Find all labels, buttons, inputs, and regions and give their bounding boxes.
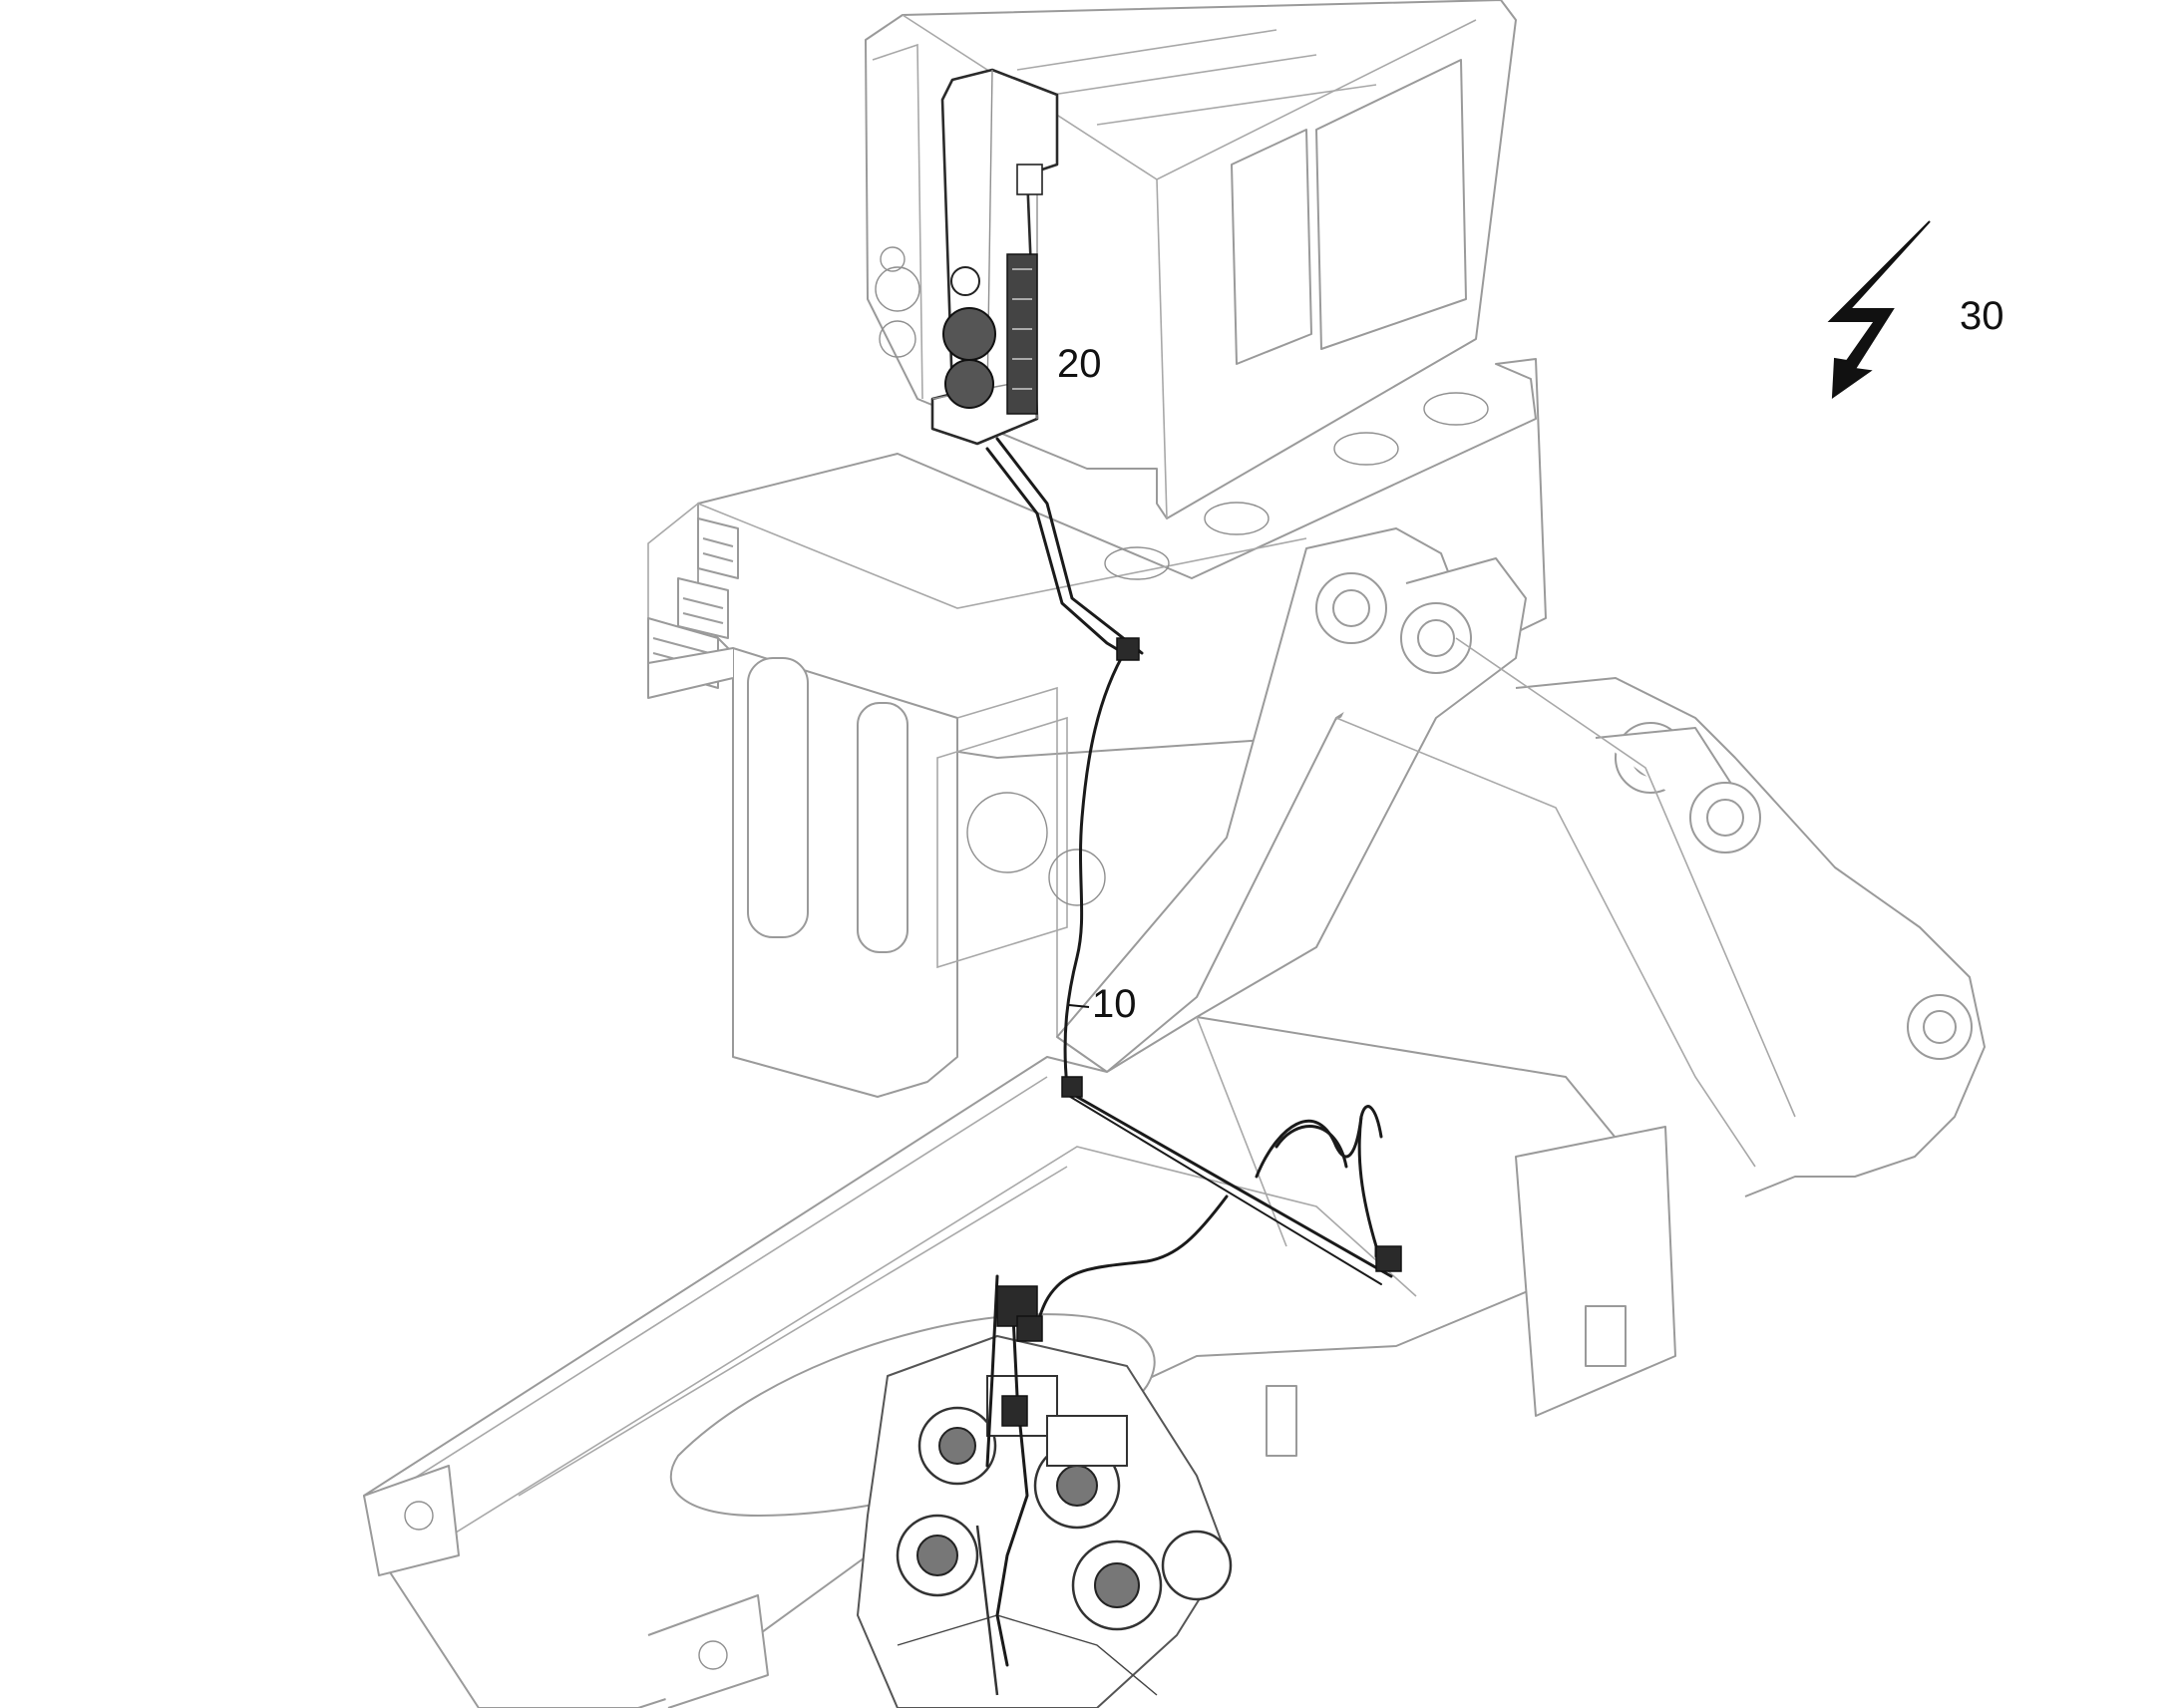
reference-labels: 10 20 30 — [1057, 294, 2004, 1026]
cab-side-portholes — [875, 246, 920, 358]
label-control-cabinet-20: 20 — [1057, 342, 1102, 386]
wiring-harness — [985, 437, 1402, 1667]
label-power-symbol-30: 30 — [1960, 294, 2004, 338]
drive-train-assembly — [857, 1335, 1233, 1708]
cab-louver-vent — [1231, 59, 1467, 365]
rear-frame-block — [647, 647, 1106, 1098]
loader-arms — [1056, 527, 1986, 1197]
control-cabinet — [930, 68, 1059, 446]
label-wiring-harness-10: 10 — [1092, 982, 1137, 1026]
lightning-bolt-icon — [1827, 220, 1931, 399]
leader-wiring-harness-10 — [1068, 1004, 1090, 1008]
cabinet-circuit-board — [1006, 253, 1038, 415]
cabinet-fan-units — [942, 266, 996, 409]
